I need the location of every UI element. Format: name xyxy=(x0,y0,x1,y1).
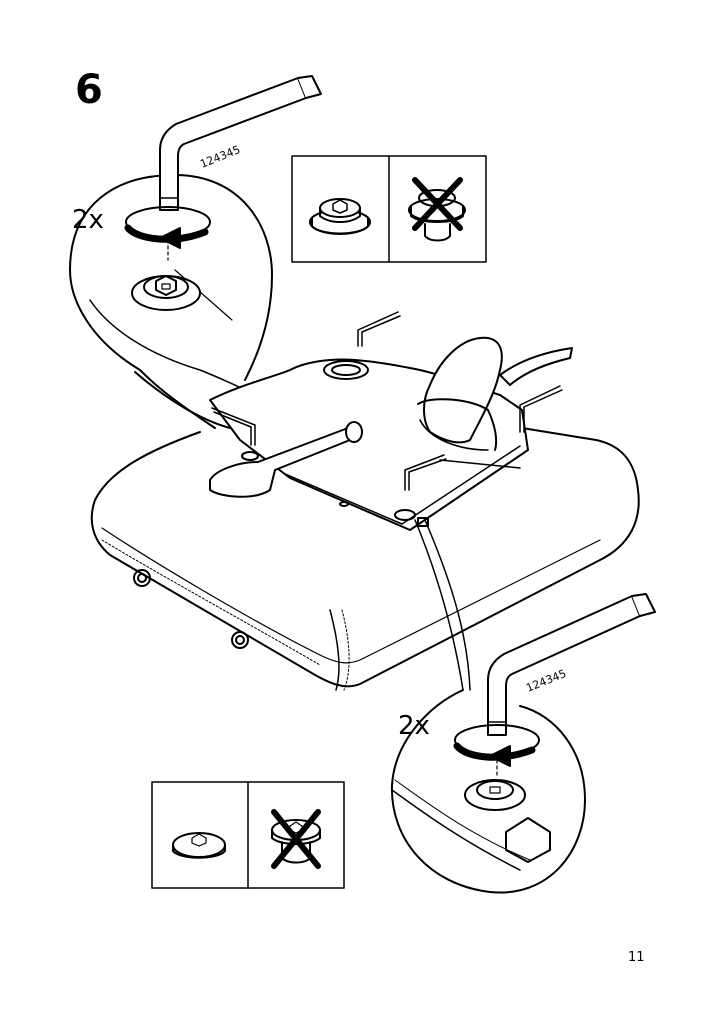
tool-part-number: 124345 xyxy=(198,143,242,171)
cap-nut-icon xyxy=(172,832,226,859)
tool-part-number: 124345 xyxy=(524,667,568,695)
counterclockwise-arrow-icon xyxy=(453,724,540,776)
counterclockwise-arrow-icon xyxy=(124,206,211,261)
comparison-box-top xyxy=(291,155,487,263)
detail-callout-bottom-right xyxy=(390,689,586,894)
allen-key-icon xyxy=(211,311,563,491)
comparison-box-bottom xyxy=(151,781,345,889)
quantity-label: 2x xyxy=(398,711,430,741)
crossed-cap-icon xyxy=(271,809,321,869)
armrest-bracket-left xyxy=(209,421,363,498)
flange-bolt-icon xyxy=(131,275,201,311)
page-number: 11 xyxy=(628,950,645,965)
allen-key-icon: 124345 xyxy=(159,75,322,211)
allen-key-icon: 124345 xyxy=(487,593,656,736)
cap-nut-icon xyxy=(464,779,526,811)
flange-bolt-icon xyxy=(309,198,371,235)
armrest-bracket-right xyxy=(417,336,573,469)
quantity-label: 2x xyxy=(72,205,104,235)
step-number: 6 xyxy=(75,67,103,113)
crossed-bolt-icon xyxy=(408,177,466,242)
